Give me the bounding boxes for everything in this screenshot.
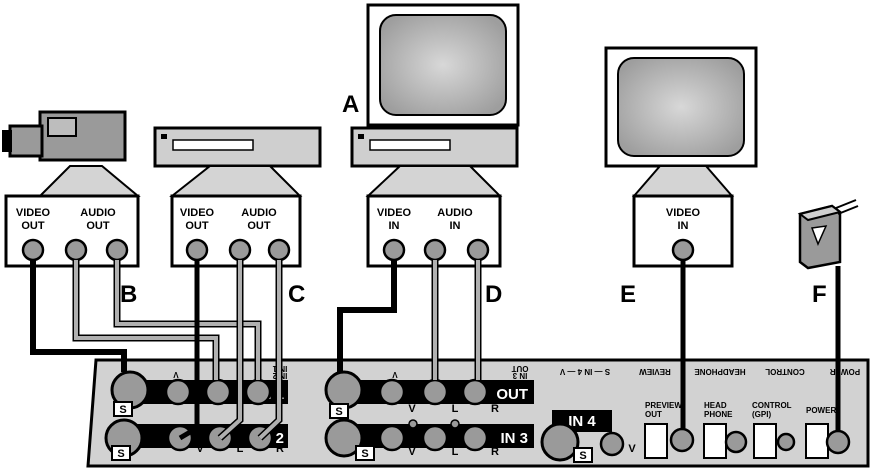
top-out: OUT <box>511 364 528 373</box>
cam-video-label-2: OUT <box>21 220 45 232</box>
svg-text:L: L <box>452 446 459 458</box>
in4-s-jack <box>540 422 580 462</box>
in3-label: IN 3 <box>500 430 528 447</box>
rec-audio-label-2: IN <box>450 220 461 232</box>
rec-video-label-2: IN <box>389 220 400 232</box>
cam-audio-l-jack <box>64 238 88 262</box>
cam-video-jack <box>21 238 45 262</box>
cables <box>30 260 841 441</box>
mixer-rear-panel: IN 1 IN 2 OUT IN 3 IN 4 V V IN 1 IN 2 OU… <box>86 358 870 468</box>
power-adapter-icon <box>797 199 859 270</box>
prev-video-label-2: IN <box>678 220 689 232</box>
prev-video-jack <box>671 238 695 262</box>
preview-out-label: PREVIEW <box>645 401 682 410</box>
preview-monitor <box>604 46 758 168</box>
svg-text:V: V <box>196 443 204 455</box>
camcorder-panel: VIDEO OUT AUDIO OUT <box>4 194 140 268</box>
rec-video-jack <box>382 238 406 262</box>
rec-video-label: VIDEO <box>377 207 412 219</box>
player-audio-r-jack <box>267 238 291 262</box>
letter-f: F <box>812 281 827 308</box>
svg-text:R: R <box>491 403 499 415</box>
svg-text:S: S <box>335 406 342 418</box>
panel-connectors <box>37 165 735 197</box>
top-v2: V <box>392 370 398 379</box>
preview-out-jack <box>669 427 695 453</box>
top-outb: IN 3 <box>512 371 527 380</box>
prev-video-label: VIDEO <box>666 207 701 219</box>
svg-text:S: S <box>361 448 368 460</box>
top-headphone: HEADPHONE <box>694 367 746 376</box>
monitor-a <box>366 3 520 127</box>
cam-video-label: VIDEO <box>16 207 51 219</box>
player-panel: VIDEO OUT AUDIO OUT <box>170 194 302 268</box>
s-label-2: S <box>117 448 124 460</box>
svg-text:L: L <box>237 443 244 455</box>
in3-s-jack <box>324 418 364 458</box>
player-video-label: VIDEO <box>180 207 215 219</box>
power-jack <box>825 429 851 455</box>
in4-label: IN 4 <box>568 413 596 430</box>
letter-a: A <box>342 91 359 118</box>
top-in4: S — IN 4 — V <box>559 367 610 376</box>
player-video-label-2: OUT <box>185 220 209 232</box>
preview-panel: VIDEO IN <box>632 194 734 268</box>
svg-text:V: V <box>408 403 416 415</box>
letter-b: B <box>120 281 137 308</box>
letter-c: C <box>288 281 305 308</box>
top-review: REVIEW <box>639 367 671 376</box>
rec-audio-label: AUDIO <box>437 207 473 219</box>
control-label: CONTROL <box>752 401 792 410</box>
cam-audio-label: AUDIO <box>80 207 116 219</box>
rec-audio-r-jack <box>466 238 490 262</box>
svg-text:V: V <box>408 446 416 458</box>
headphone-label: HEAD <box>704 401 727 410</box>
cam-audio-label-2: OUT <box>86 220 110 232</box>
svg-text:PHONE: PHONE <box>704 410 733 419</box>
cam-audio-r-jack <box>105 238 129 262</box>
top-power: POWER <box>830 367 860 376</box>
letter-d: D <box>485 281 502 308</box>
svg-text:S: S <box>579 450 586 462</box>
svg-text:L: L <box>452 403 459 415</box>
svg-text:R: R <box>276 443 284 455</box>
player-video-jack <box>185 238 209 262</box>
recorder-panel: VIDEO IN AUDIO IN <box>366 194 502 268</box>
player-audio-l-jack <box>228 238 252 262</box>
rec-audio-l-jack <box>423 238 447 262</box>
player-audio-label-2: OUT <box>247 220 271 232</box>
camcorder-icon <box>2 110 127 162</box>
top-control: CONTROL <box>765 367 805 376</box>
out-label: OUT <box>496 386 528 403</box>
power-label: POWER <box>806 406 836 415</box>
player-vcr <box>153 126 322 168</box>
s-label-1: S <box>119 404 126 416</box>
out-s-jack <box>324 370 364 410</box>
svg-text:(GPI): (GPI) <box>752 410 771 419</box>
svg-text:V: V <box>628 443 636 455</box>
svg-text:OUT: OUT <box>645 410 662 419</box>
letter-e: E <box>620 281 636 308</box>
recorder-vcr <box>350 126 519 168</box>
top-v1: V <box>173 370 179 379</box>
svg-text:R: R <box>491 446 499 458</box>
player-audio-label: AUDIO <box>241 207 277 219</box>
